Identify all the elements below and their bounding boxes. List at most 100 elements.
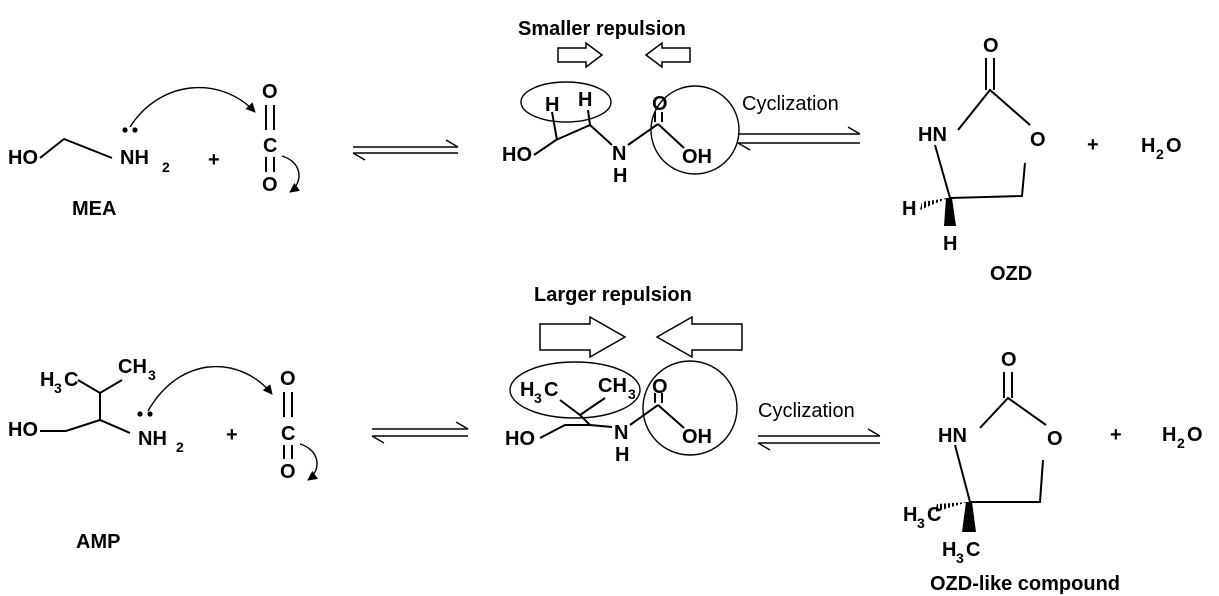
svg-text:3: 3 bbox=[956, 550, 964, 566]
svg-text:CH: CH bbox=[118, 356, 147, 378]
svg-text:3: 3 bbox=[54, 380, 62, 396]
ozd-ring-o: O bbox=[1030, 129, 1046, 151]
mea-ho: HO bbox=[8, 147, 38, 169]
water-bottom: H 2 O bbox=[1162, 424, 1203, 451]
ozd-carbonyl-o: O bbox=[983, 35, 999, 57]
mea-int-ch-bond bbox=[551, 111, 558, 141]
mea-chain-bond bbox=[39, 137, 113, 159]
svg-text:O: O bbox=[1187, 424, 1203, 446]
svg-text:3: 3 bbox=[917, 515, 925, 531]
svg-text:H: H bbox=[903, 504, 917, 526]
mea-int-h-right: H bbox=[578, 89, 592, 111]
svg-text:C: C bbox=[544, 379, 558, 401]
mea-int-coh-bond bbox=[657, 123, 685, 149]
co2-o-bottom: O bbox=[262, 174, 278, 196]
svg-text:O: O bbox=[280, 461, 296, 483]
mea-int-oh: OH bbox=[682, 146, 712, 168]
repulsion-arrow-left-large bbox=[655, 315, 743, 359]
svg-text:N: N bbox=[614, 422, 628, 444]
ozd-like-molecule: O HN O H 3 C H 3 C bbox=[903, 349, 1063, 566]
svg-text:C: C bbox=[281, 423, 295, 445]
larger-repulsion-label: Larger repulsion bbox=[534, 284, 692, 306]
ozd-plus: + bbox=[1087, 134, 1099, 156]
repulsion-arrow-right-small bbox=[557, 41, 604, 69]
svg-text:O: O bbox=[652, 376, 668, 398]
svg-text:OH: OH bbox=[682, 426, 712, 448]
svg-text:CH: CH bbox=[598, 375, 627, 397]
repulsion-arrow-left-small bbox=[644, 41, 691, 69]
equilibrium-arrow-mea-1 bbox=[352, 139, 459, 161]
cyclization-label-top: Cyclization bbox=[742, 93, 839, 115]
smaller-repulsion-label: Smaller repulsion bbox=[518, 18, 686, 40]
ch2-hydrogens-ellipse bbox=[520, 81, 612, 123]
svg-text:H: H bbox=[40, 369, 54, 391]
ozd-hn: HN bbox=[918, 124, 947, 146]
mea-nh-subscript: 2 bbox=[162, 159, 170, 175]
svg-text:2: 2 bbox=[176, 439, 184, 455]
co2-electron-arrow bbox=[281, 155, 301, 193]
co2-molecule-bottom: O C O bbox=[280, 368, 319, 483]
mea-plus: + bbox=[208, 149, 220, 171]
methyl-groups-ellipse bbox=[509, 361, 641, 419]
co2-o-top: O bbox=[262, 81, 278, 103]
amp-skeleton-bonds bbox=[40, 379, 131, 434]
mea-attack-arrow bbox=[129, 86, 256, 128]
carboxyl-circle-amp bbox=[642, 360, 738, 456]
svg-text:HO: HO bbox=[8, 419, 38, 441]
mea-int-chain bbox=[533, 123, 613, 156]
svg-text:H: H bbox=[1141, 135, 1155, 157]
svg-text:HO: HO bbox=[505, 428, 535, 450]
svg-text:2: 2 bbox=[1177, 435, 1185, 451]
amp-int-bonds bbox=[539, 397, 613, 439]
ozd-like-label: OZD-like compound bbox=[930, 573, 1120, 595]
svg-text:O: O bbox=[280, 368, 296, 390]
svg-text:H: H bbox=[942, 539, 956, 561]
ozd-label: OZD bbox=[990, 263, 1032, 285]
mea-molecule: HO NH 2 bbox=[8, 86, 256, 175]
svg-text:H: H bbox=[520, 379, 534, 401]
mea-int-n: N bbox=[612, 143, 626, 165]
equilibrium-arrow-amp-1 bbox=[371, 421, 469, 444]
mea-lone-pair-dot bbox=[122, 127, 128, 133]
amp-carbamic-acid: H 3 C CH 3 HO N H O OH bbox=[505, 360, 738, 466]
mea-label: MEA bbox=[72, 198, 116, 220]
ozd-h-wedge: H bbox=[943, 233, 957, 255]
mea-int-ch-bond bbox=[587, 109, 591, 126]
amp-molecule: H 3 C CH 3 HO NH 2 bbox=[8, 356, 273, 455]
mea-int-nh: H bbox=[613, 165, 627, 187]
equilibrium-arrow-amp-2 bbox=[757, 428, 881, 451]
svg-text:C: C bbox=[927, 504, 941, 526]
co2-molecule-top: O C O bbox=[262, 81, 301, 196]
svg-text:+: + bbox=[226, 424, 238, 446]
repulsion-arrow-right-large bbox=[539, 315, 627, 359]
ozd-ring-bonds bbox=[934, 88, 1031, 200]
svg-text:2: 2 bbox=[1156, 146, 1164, 162]
co2-c: C bbox=[263, 135, 277, 157]
svg-text:+: + bbox=[1110, 424, 1122, 446]
ozd-like-ring-bonds bbox=[954, 396, 1047, 503]
svg-text:O: O bbox=[1047, 428, 1063, 450]
svg-text:C: C bbox=[966, 539, 980, 561]
svg-text:H: H bbox=[615, 444, 629, 466]
svg-text:C: C bbox=[64, 369, 78, 391]
ozd-hashed-bond bbox=[920, 198, 948, 210]
mea-lone-pair-dot bbox=[132, 127, 138, 133]
svg-text:3: 3 bbox=[534, 390, 542, 406]
mea-int-o: O bbox=[652, 93, 668, 115]
water-top: H 2 O bbox=[1141, 135, 1182, 162]
svg-text:O: O bbox=[1166, 135, 1182, 157]
ozd-molecule: O HN O H H bbox=[902, 35, 1046, 255]
mea-int-ho: HO bbox=[502, 144, 532, 166]
amp-attack-arrow bbox=[147, 365, 273, 412]
svg-text:HN: HN bbox=[938, 425, 967, 447]
mea-int-h-left: H bbox=[545, 94, 559, 116]
svg-text:3: 3 bbox=[148, 367, 156, 383]
equilibrium-arrow-mea-2 bbox=[737, 126, 861, 151]
svg-text:3: 3 bbox=[628, 386, 636, 402]
mea-int-nc-bond bbox=[627, 123, 659, 146]
ozd-h-hashed: H bbox=[902, 198, 916, 220]
cyclization-label-bottom: Cyclization bbox=[758, 400, 855, 422]
svg-text:H: H bbox=[1162, 424, 1176, 446]
svg-text:O: O bbox=[1001, 349, 1017, 371]
